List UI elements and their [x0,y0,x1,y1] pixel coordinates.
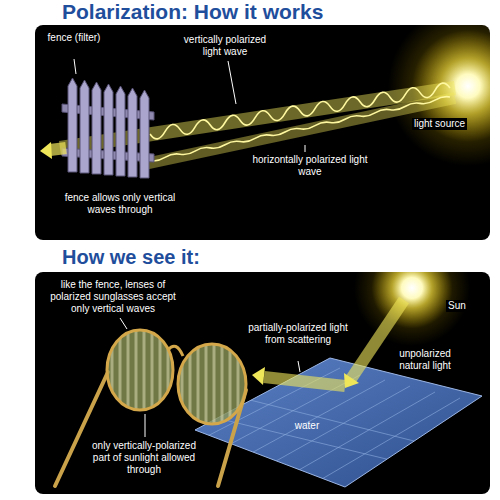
note-label: only vertically-polarized part of sunlig… [88,440,200,476]
arrowhead [40,142,52,159]
leader-line [228,61,236,104]
leader-line [74,59,76,74]
part-label: horizontally polarized light wave [250,154,370,178]
sunglasses [55,325,246,486]
leader-line [120,318,127,329]
part-label: water [282,420,332,432]
arrowhead [344,373,359,388]
sun [354,272,470,346]
sunlight-beam [351,300,404,379]
part-label: fence (filter) [42,32,106,44]
leader-line [305,145,306,152]
part-label: Sun [446,300,468,312]
passed-beam [50,148,66,150]
horizontal-wave [150,97,450,161]
vertical-wave [150,83,450,139]
leader-line [298,361,300,372]
section-heading: How we see it: [62,245,200,269]
fence [62,78,154,178]
part-label: vertically polarized light wave [175,34,275,58]
reflected-beam [264,377,345,386]
arrowhead [252,367,265,385]
note-label: fence allows only vertical waves through [52,192,188,216]
leader-line [145,414,146,437]
part-label: light source [412,118,467,130]
note-label: like the fence, lenses of polarized sung… [42,279,184,315]
note-label: unpolarized natural light [384,348,466,372]
page-title: Polarization: How it works [62,0,323,24]
note-label: partially-polarized light from scatterin… [248,322,348,346]
